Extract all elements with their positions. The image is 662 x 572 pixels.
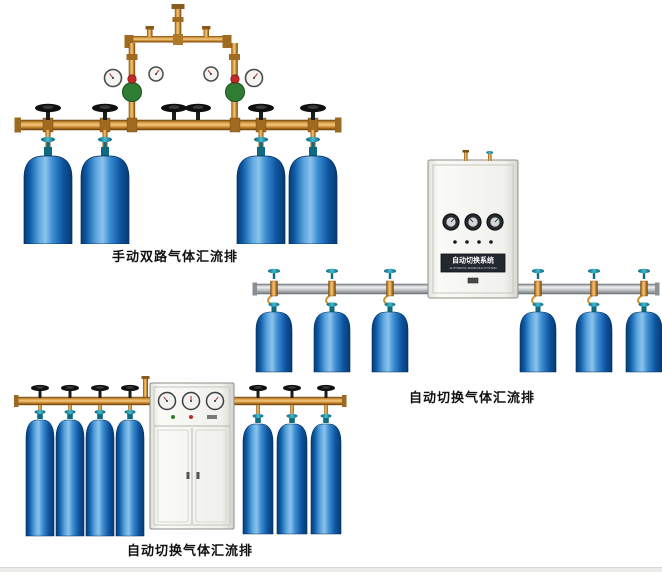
- gas-cylinder: [519, 302, 557, 373]
- header-pipe: [17, 119, 339, 131]
- cabinet-doors: [157, 428, 227, 524]
- valve-handwheel: [121, 384, 139, 398]
- gas-cylinder: [255, 302, 293, 373]
- manifold-valve: [532, 268, 544, 297]
- valve-handwheel: [283, 384, 301, 398]
- gas-cylinder: [80, 155, 130, 244]
- manifold-valve: [588, 268, 600, 297]
- valve-handwheel: [35, 103, 61, 120]
- page-footer-strip: [0, 567, 662, 572]
- valve-handwheel: [317, 384, 335, 398]
- manifold-valve: [384, 268, 396, 297]
- gas-cylinder: [625, 302, 662, 373]
- gas-cylinder: [575, 302, 613, 373]
- cylinder-valve: [98, 130, 112, 156]
- gas-cylinder: [313, 302, 351, 373]
- cabinet-top-pipes: [462, 150, 494, 161]
- cylinder-valve: [286, 405, 298, 423]
- cabinet-gauge: [464, 213, 482, 231]
- riser-pipe: [141, 376, 150, 397]
- pressure-gauge: [203, 66, 219, 82]
- gas-cylinder: [310, 423, 342, 535]
- gas-cylinder: [23, 155, 73, 244]
- cylinder-valve: [306, 130, 320, 156]
- cabinet-gauge: [486, 213, 504, 231]
- gas-cylinder: [115, 419, 145, 537]
- gas-cylinder: [236, 155, 286, 244]
- valve-handwheel: [61, 384, 79, 398]
- gas-cylinder: [242, 423, 274, 535]
- auto-switching-cabinet-manifold-illustration: [14, 376, 347, 537]
- cabinet-keyhole: [467, 277, 479, 284]
- manifold-valve: [326, 268, 338, 297]
- cylinder-valve: [252, 405, 264, 423]
- valve-handwheel: [249, 384, 267, 398]
- control-cabinet: [149, 382, 235, 530]
- valve-handwheel: [31, 384, 49, 398]
- right-pressure-regulator: [225, 74, 245, 102]
- cylinder-valve: [320, 405, 332, 423]
- auto-switching-manifold-illustration: 自动切换系统 AUTOMATIC MANIFOLD SYSTEM: [252, 150, 662, 373]
- indicator-lights: [171, 415, 217, 419]
- valve-handwheel: [248, 103, 274, 120]
- valve-handwheel: [91, 384, 109, 398]
- gas-cylinder: [371, 302, 409, 373]
- gas-cylinder: [55, 419, 85, 537]
- pressure-gauge: [103, 68, 123, 88]
- left-pressure-regulator: [122, 74, 142, 102]
- cylinder-valve: [34, 405, 46, 419]
- manual-dual-manifold-illustration: [14, 4, 342, 244]
- cylinder-valve: [41, 130, 55, 156]
- product-caption: 自动切换气体汇流排: [408, 390, 535, 405]
- manifold-valve: [638, 268, 650, 297]
- valve-handwheel: [185, 103, 211, 120]
- cabinet-gauge: [157, 391, 177, 411]
- product-caption: 自动切换气体汇流排: [126, 543, 253, 558]
- cabinet-gauge: [205, 391, 225, 411]
- cabinet-plate-subtitle: AUTOMATIC MANIFOLD SYSTEM: [450, 266, 497, 270]
- cabinet-plate-title: 自动切换系统: [452, 256, 494, 265]
- cylinder-valve: [64, 405, 76, 419]
- valve-handwheel: [300, 103, 326, 120]
- pressure-gauge: [148, 66, 164, 82]
- cylinder-valve: [254, 130, 268, 156]
- indicator-lights: [453, 240, 493, 244]
- door-handle: [196, 472, 200, 479]
- valve-handwheel: [92, 103, 118, 120]
- cabinet-gauge: [181, 391, 201, 411]
- cabinet-nameplate: 自动切换系统 AUTOMATIC MANIFOLD SYSTEM: [440, 253, 506, 273]
- gas-cylinder: [85, 419, 115, 537]
- gas-cylinder: [288, 155, 338, 244]
- product-caption: 手动双路气体汇流排: [111, 249, 238, 264]
- control-cabinet: 自动切换系统 AUTOMATIC MANIFOLD SYSTEM: [427, 159, 519, 299]
- gas-cylinder: [276, 423, 308, 535]
- cylinder-valve: [94, 405, 106, 419]
- supply-tee-assembly: [124, 4, 240, 121]
- gas-cylinder: [25, 419, 55, 537]
- pressure-gauge: [244, 68, 264, 88]
- door-handle: [186, 472, 190, 479]
- manifold-valve: [268, 268, 280, 297]
- cabinet-gauge: [442, 213, 460, 231]
- cylinder-valve: [124, 405, 136, 419]
- valve-handwheel: [161, 103, 187, 120]
